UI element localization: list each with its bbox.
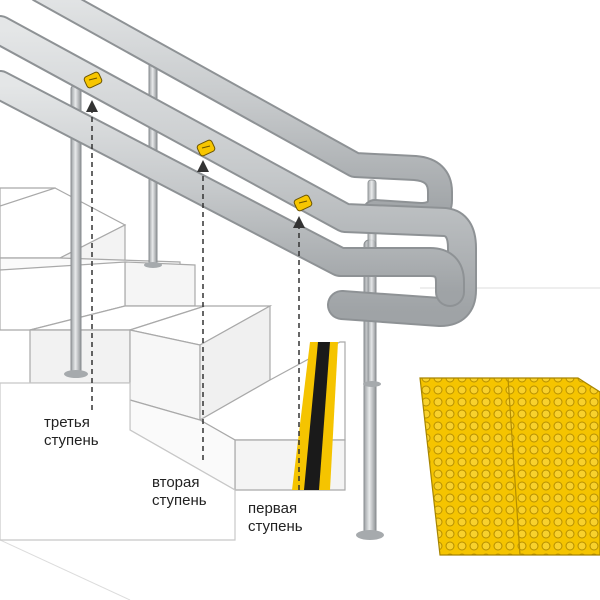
pointer-arrows: [86, 100, 305, 490]
label-first-step-line2: ступень: [248, 518, 303, 535]
label-third-step: третья ступень: [44, 414, 99, 450]
handrails: [0, 0, 477, 327]
label-third-step-line2: ступень: [44, 432, 99, 449]
rail-markers: [83, 71, 313, 212]
marker-step1: [293, 194, 313, 212]
label-second-step-line1: вторая: [152, 474, 200, 491]
marker-step3: [83, 71, 103, 89]
label-first-step: первая ступень: [248, 500, 303, 536]
label-third-step-line1: третья: [44, 414, 90, 431]
contrast-stripe: [292, 342, 338, 490]
tactile-paving: [419, 377, 600, 556]
label-first-step-line1: первая: [248, 500, 298, 517]
label-second-step-line2: ступень: [152, 492, 207, 509]
label-second-step: вторая ступень: [152, 474, 207, 510]
marker-step2: [196, 139, 216, 157]
